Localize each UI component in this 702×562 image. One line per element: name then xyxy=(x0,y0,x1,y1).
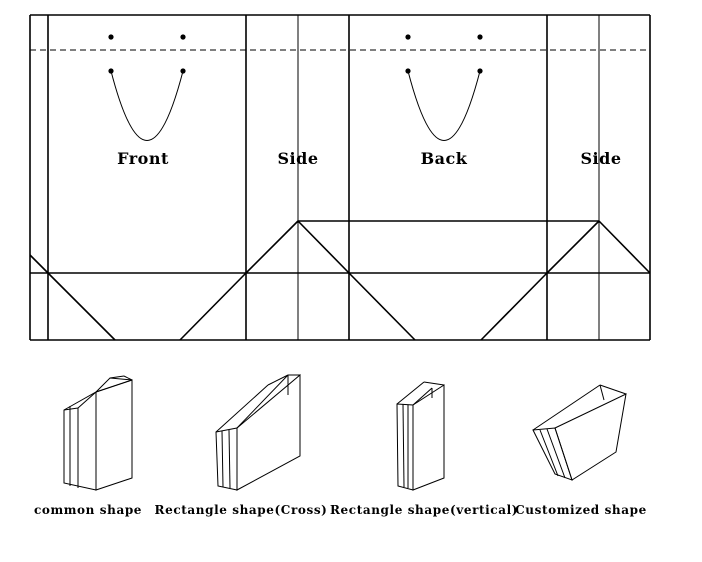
back-handle xyxy=(405,34,483,141)
bottom-diagonal xyxy=(480,272,548,341)
handle-rope xyxy=(407,70,481,141)
tall-bag-icon xyxy=(63,375,133,491)
wide-bag-icon xyxy=(215,373,301,491)
front-handle xyxy=(108,34,186,141)
panel-label-side: Side xyxy=(278,149,319,168)
bottom-diagonal xyxy=(348,272,416,341)
bottom-diagonal xyxy=(179,272,247,341)
gusset-diagonal xyxy=(297,220,350,274)
trapezoid-bag-icon xyxy=(532,384,627,481)
handle-hole xyxy=(405,34,411,40)
panel-label-back: Back xyxy=(421,149,468,168)
gusset-diagonal xyxy=(598,220,651,274)
bag-template: Front Side Back Side xyxy=(29,14,651,341)
shape-label-rect-cross: Rectangle shape(Cross) xyxy=(155,503,328,517)
shape-label-customized: Customized shape xyxy=(515,503,647,517)
shape-label-common: common shape xyxy=(34,503,142,517)
panel-label-front: Front xyxy=(117,149,169,168)
gusset-diagonal xyxy=(245,220,299,274)
shape-label-rect-vertical: Rectangle shape(vertical) xyxy=(330,503,518,517)
panel-label-side-2: Side xyxy=(581,149,622,168)
handle-hole xyxy=(180,34,186,40)
bottom-diagonal xyxy=(47,272,116,341)
handle-hole xyxy=(477,34,483,40)
gusset-diagonal xyxy=(29,254,49,274)
vertical-bag-icon xyxy=(396,381,445,491)
gusset-diagonal xyxy=(546,220,600,274)
handle-hole xyxy=(108,34,114,40)
handle-rope xyxy=(110,70,184,141)
